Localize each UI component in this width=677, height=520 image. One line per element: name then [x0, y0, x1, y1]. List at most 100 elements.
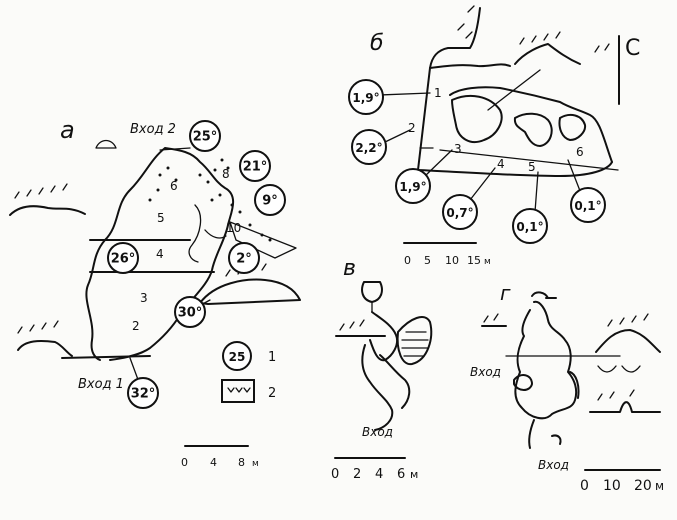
entrance-v-label: Вход [362, 425, 393, 439]
scale-b-tick-15: 15 [467, 254, 481, 267]
temp-b-3: 1,9° [399, 180, 426, 194]
point-b-2: 2 [408, 121, 416, 135]
entrance-g-top [531, 291, 557, 299]
pillar-b-2 [513, 112, 553, 147]
panel-a: а 6 5 4 3 2 8 [9, 116, 301, 469]
cave-v-hatch [401, 331, 429, 357]
profile-g-right-lower [589, 401, 661, 413]
legend-symbol-2 [221, 379, 255, 403]
point-a-5: 5 [157, 211, 165, 225]
legend-item-1: 1 [268, 350, 276, 365]
scale-v-tick-0: 0 [331, 467, 339, 482]
cave-g-exit-passage [528, 419, 535, 449]
panel-g-label: г [500, 281, 511, 305]
temp-circle-b-2 [351, 129, 387, 165]
vegetation-a-left [14, 183, 68, 199]
cave-g-outline [514, 300, 578, 420]
point-a-10: 10 [226, 221, 241, 235]
panel-a-label: а [60, 116, 75, 144]
scale-b-tick-10: 10 [445, 254, 459, 267]
scale-a-tick-4: 4 [210, 456, 217, 469]
entrance-g-bottom-label: Вход [538, 458, 569, 472]
cave-b-roof [449, 86, 613, 163]
leader-b-5 [534, 171, 539, 213]
leader-a-top [159, 147, 191, 151]
point-b-5: 5 [528, 160, 536, 174]
legend-symbol-1 [222, 341, 252, 371]
temp-circle-a-30 [174, 296, 206, 328]
scale-a-tick-8: 8 [238, 456, 245, 469]
panel-v: в Вход 0 2 4 6 м [331, 256, 433, 482]
point-a-6: 6 [170, 179, 178, 193]
point-b-3: 3 [454, 142, 462, 156]
entrance-a-1-label: Вход 1 [78, 377, 124, 392]
cliff-b [429, 7, 481, 69]
temp-circle-a-21 [239, 150, 271, 182]
temp-a-9: 9° [262, 194, 278, 209]
pillar-b-1 [451, 94, 503, 144]
temp-circle-b-6 [570, 187, 606, 223]
cave-v-passage [361, 344, 411, 431]
vegetation-a-bottom [17, 320, 59, 334]
temp-circle-a-26 [107, 242, 139, 274]
entrance-g-left-label: Вход [470, 365, 501, 379]
cave-v-hatched-chamber [396, 316, 433, 366]
legend-pattern-2 [227, 387, 251, 393]
leader-b-surface [487, 69, 541, 111]
temp-circle-a-2 [228, 242, 260, 274]
cave-b-outline [417, 67, 613, 177]
point-a-3: 3 [140, 291, 148, 305]
point-a-2: 2 [132, 319, 140, 333]
temp-b-6: 0,1° [574, 199, 601, 213]
leader-b-2 [382, 129, 411, 144]
cave-a-outline [85, 147, 235, 361]
scale-g-tick-10: 10 [603, 478, 621, 494]
legend-sample-temp: 25 [229, 350, 246, 364]
temp-a-26: 26° [111, 252, 136, 267]
profile-a-bottom [17, 340, 73, 357]
cave-v-upper [369, 311, 398, 362]
pillar-b-3 [558, 113, 587, 141]
scale-b-unit: м [484, 257, 491, 267]
vegetation-g-right-upper [607, 313, 649, 327]
cave-g-pillar [513, 374, 533, 391]
panel-b: б С 1 2 3 4 5 6 1,9° [348, 5, 640, 267]
section-line-a-bottom [61, 355, 151, 359]
scale-a-tick-0: 0 [181, 456, 188, 469]
surface-profile-b [514, 43, 581, 65]
scale-v-tick-2: 2 [353, 467, 361, 482]
north-label: С [625, 36, 640, 61]
scale-g-tick-20: 20 [634, 478, 652, 494]
vegetation-b-right [594, 43, 610, 53]
point-a-4: 4 [156, 247, 164, 261]
point-b-1: 1 [434, 86, 442, 100]
profile-g-right-arches [597, 365, 641, 373]
survey-line-b-main [439, 149, 619, 171]
temp-b-5: 0,1° [516, 220, 543, 234]
temp-circle-a-25 [189, 120, 221, 152]
legend-item-2: 2 [268, 386, 276, 401]
scale-g-tick-0: 0 [580, 478, 589, 494]
temp-a-30: 30° [178, 306, 203, 321]
point-b-4: 4 [497, 157, 505, 171]
panel-b-label: б [370, 31, 384, 56]
scale-g-unit: м [655, 479, 664, 493]
temp-circle-a-9 [254, 184, 286, 216]
scale-b-tick-0: 0 [404, 254, 411, 267]
deposit-wedge-a [229, 221, 297, 259]
vegetation-g-left [483, 313, 499, 323]
cave-g-exit-symbol [551, 434, 562, 445]
scale-a-unit: м [252, 459, 259, 469]
leader-b-4 [469, 167, 496, 201]
entrance-2-symbol [95, 139, 117, 149]
temp-b-1: 1,9° [352, 91, 379, 105]
temp-circle-b-4 [442, 194, 478, 230]
scale-v-tick-4: 4 [375, 467, 383, 482]
point-b-6: 6 [576, 145, 584, 159]
temp-circle-b-3 [395, 168, 431, 204]
vegetation-v [339, 319, 365, 331]
vegetation-g-right-lower [597, 389, 635, 401]
temp-circle-b-5 [512, 208, 548, 244]
profile-a-left [9, 205, 86, 216]
